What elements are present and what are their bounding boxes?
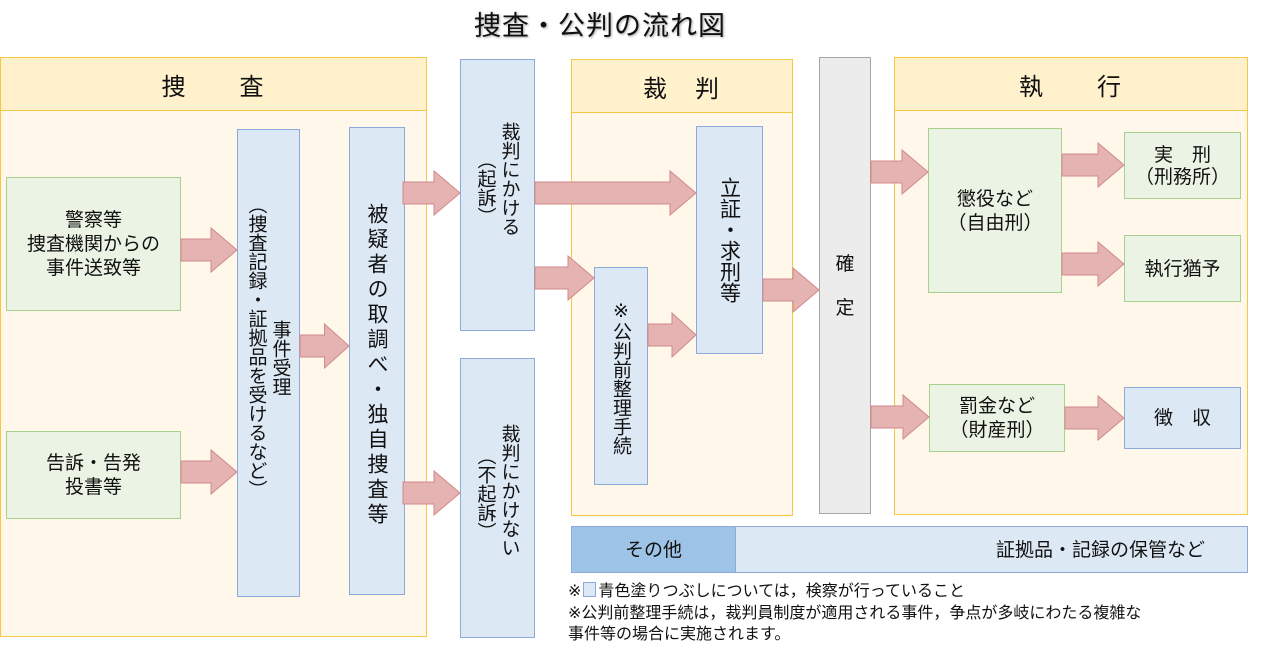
node-case-receipt-main: 事件受理 (269, 320, 292, 396)
node-interrogation: 被疑者の取調べ・独自捜査等 (349, 127, 405, 595)
node-pretrial-procedure: ※公判前整理手続 (594, 267, 648, 485)
arrow-interrog-to-noindict (402, 469, 461, 517)
arrow-finalized-to-imprison (870, 148, 929, 196)
node-indict-sub: （起訴） (474, 150, 497, 226)
node-indict: 裁判にかける （起訴） (460, 59, 535, 331)
section-execution-header: 執 行 (895, 58, 1247, 111)
block-arrow-shape (299, 322, 350, 370)
note-1: ※ 青色塗りつぶしについては，検察が行っていること (568, 581, 1258, 600)
block-arrow-shape (180, 226, 238, 274)
other-label: その他 (572, 527, 736, 572)
node-case-receipt: 事件受理 （捜査記録・証拠品を受けるなど） (237, 129, 300, 597)
arrow-complaint-to-receipt (180, 448, 238, 496)
node-collection: 徴 収 (1124, 387, 1241, 449)
block-arrow-shape (534, 254, 595, 302)
node-suspended-sentence: 執行猶予 (1124, 235, 1241, 302)
block-arrow-shape (870, 393, 930, 441)
node-no-indict-sub: （不起訴） (474, 446, 497, 541)
note-1-text: 青色塗りつぶしについては，検察が行っていること (598, 581, 965, 600)
block-arrow-shape (1064, 394, 1125, 442)
node-fine: 罰金など （財産刑） (929, 384, 1065, 452)
arrow-receipt-to-interrog (299, 322, 350, 370)
page-title: 捜査・公判の流れ図 (474, 11, 726, 42)
arrow-finalized-to-fine (870, 393, 930, 441)
note-2: ※公判前整理手続は，裁判員制度が適用される事件，争点が多岐にわたる複雑な (568, 603, 1142, 622)
node-no-indict-main: 裁判にかけない (498, 424, 521, 557)
block-arrow-shape (870, 148, 929, 196)
node-finalized: 確 定 (819, 57, 871, 514)
node-police-referral: 警察等 捜査機関からの 事件送致等 (6, 177, 181, 311)
node-interrogation-text: 被疑者の取調べ・独自捜査等 (365, 203, 389, 528)
block-arrow-shape (402, 469, 461, 517)
node-prison: 実 刑 （刑務所） (1124, 132, 1241, 199)
block-arrow-shape (402, 169, 461, 217)
arrow-interrog-to-indict (402, 169, 461, 217)
note-3: 事件等の場合に実施されます。 (568, 624, 791, 643)
section-trial-header: 裁 判 (572, 60, 792, 113)
note-1-prefix: ※ (568, 581, 582, 600)
node-pretrial-text: ※公判前整理手続 (610, 300, 632, 455)
arrow-police-to-receipt (180, 226, 238, 274)
blue-square-icon (583, 582, 597, 597)
node-proof-sentencing: 立証・求刑等 (696, 126, 763, 354)
node-indict-main: 裁判にかける (498, 122, 521, 236)
block-arrow-shape (534, 169, 697, 217)
node-imprisonment: 懲役など （自由刑） (928, 128, 1062, 293)
arrow-pretrial-to-proof (647, 311, 697, 359)
other-value: 証拠品・記録の保管など (995, 538, 1205, 561)
other-row: その他 証拠品・記録の保管など (571, 526, 1248, 573)
block-arrow-shape (647, 311, 697, 359)
node-case-receipt-sub: （捜査記録・証拠品を受けるなど） (245, 195, 268, 499)
node-no-indict: 裁判にかけない （不起訴） (460, 358, 535, 638)
block-arrow-shape (1061, 240, 1125, 288)
arrow-indict-to-proof (534, 169, 697, 217)
node-complaint: 告訴・告発 投書等 (6, 431, 181, 519)
block-arrow-shape (762, 266, 820, 314)
arrow-proof-to-finalized (762, 266, 820, 314)
block-arrow-shape (180, 448, 238, 496)
block-arrow-shape (1061, 141, 1125, 189)
node-proof-text: 立証・求刑等 (717, 177, 742, 303)
section-investigation-header: 捜 査 (1, 58, 426, 111)
arrow-fine-to-collection (1064, 394, 1125, 442)
arrow-imprison-to-prison (1061, 141, 1125, 189)
arrow-imprison-to-suspended (1061, 240, 1125, 288)
arrow-indict-to-pretrial (534, 254, 595, 302)
